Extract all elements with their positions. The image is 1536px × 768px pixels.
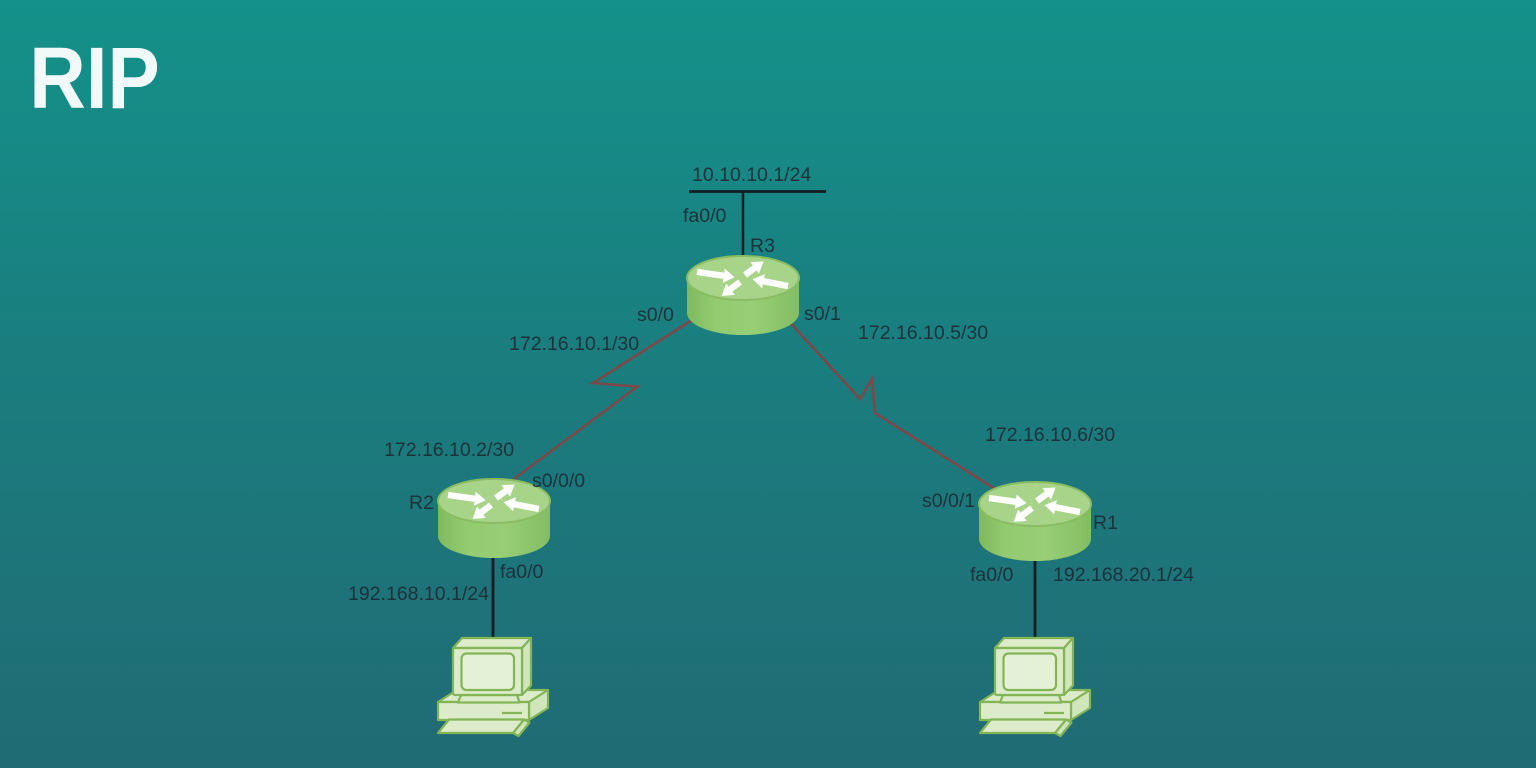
svg-text:s0/0/0: s0/0/0 [532, 470, 585, 492]
svg-text:192.168.20.1/24: 192.168.20.1/24 [1053, 564, 1194, 586]
svg-text:fa0/0: fa0/0 [970, 564, 1014, 586]
svg-text:172.16.10.1/30: 172.16.10.1/30 [509, 333, 639, 355]
svg-text:s0/0: s0/0 [637, 304, 674, 326]
svg-text:R3: R3 [750, 235, 775, 257]
svg-text:s0/0/1: s0/0/1 [922, 490, 975, 512]
svg-text:192.168.10.1/24: 192.168.10.1/24 [348, 583, 489, 605]
svg-text:10.10.10.1/24: 10.10.10.1/24 [692, 164, 811, 186]
svg-text:172.16.10.2/30: 172.16.10.2/30 [384, 439, 514, 461]
svg-text:172.16.10.5/30: 172.16.10.5/30 [858, 322, 988, 344]
svg-text:R2: R2 [409, 492, 434, 514]
svg-text:172.16.10.6/30: 172.16.10.6/30 [985, 424, 1115, 446]
svg-text:s0/1: s0/1 [804, 303, 841, 325]
svg-text:RIP: RIP [29, 29, 160, 127]
svg-text:fa0/0: fa0/0 [500, 561, 544, 583]
svg-text:fa0/0: fa0/0 [683, 205, 727, 227]
svg-text:R1: R1 [1093, 512, 1118, 534]
